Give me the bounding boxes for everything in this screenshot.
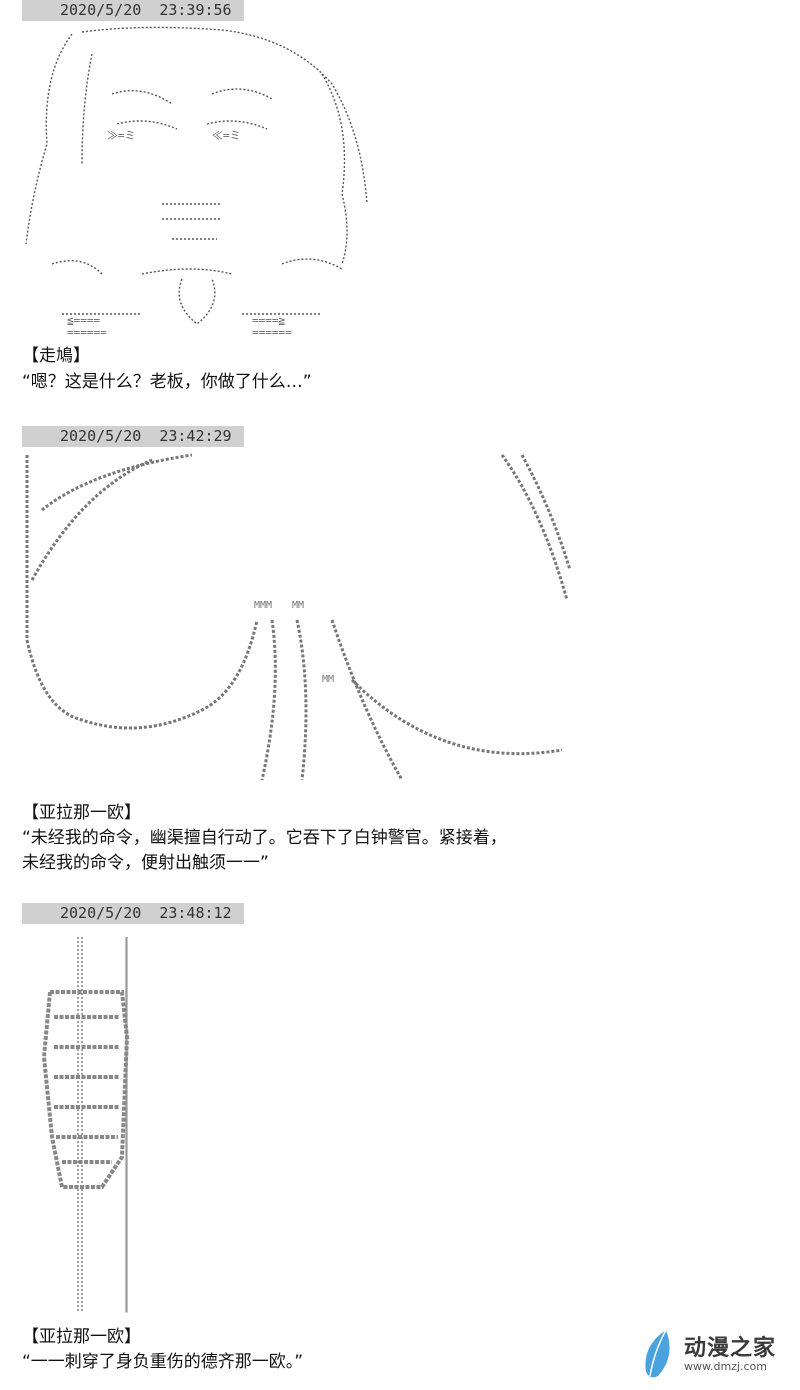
speaker-name: 【走鳩】 <box>22 346 90 366</box>
svg-text:MMM: MMM <box>254 600 272 611</box>
speaker-name: 【亚拉那一欧】 <box>22 803 141 823</box>
watermark-url: www.dmzj.com <box>684 1360 767 1373</box>
dialogue-line: “一一刺穿了身负重伤的德齐那一欧。” <box>22 1352 304 1372</box>
svg-text:MM: MM <box>322 674 334 685</box>
post-timestamp: 2020/5/20 23:48:12 <box>22 903 244 924</box>
speaker-name: 【亚拉那一欧】 <box>22 1327 141 1347</box>
post-timestamp: 2020/5/20 23:42:29 <box>22 426 244 447</box>
post-3: 2020/5/20 23:48:12 【亚拉那一欧】 “一一刺穿了身负重伤的德齐… <box>22 903 303 1372</box>
svg-text:≪=ミ: ≪=ミ <box>212 129 241 142</box>
watermark-name: 动漫之家 <box>684 1336 777 1361</box>
watermark: 动漫之家 www.dmzj.com <box>636 1326 796 1382</box>
feather-icon <box>645 1329 670 1378</box>
svg-text:====≧: ====≧ <box>252 314 285 327</box>
ascii-art-tentacles: MMM MM MM <box>25 453 572 781</box>
svg-text:MM: MM <box>292 600 304 611</box>
post-timestamp: 2020/5/20 23:39:56 <box>22 0 244 21</box>
ascii-art-pierced-figure <box>41 937 130 1313</box>
svg-text:======: ====== <box>252 326 292 339</box>
ascii-art-girl-face: ≫=ミ ≪=ミ ≦==== ====≧ ====== ====== <box>25 26 368 339</box>
dialogue-line: “嗯？这是什么？老板，你做了什么…” <box>22 372 312 392</box>
post-1: 2020/5/20 23:39:56 ≫=ミ ≪=ミ ≦==== ====≧ <box>22 0 368 392</box>
svg-text:======: ====== <box>67 326 107 339</box>
svg-text:≦====: ≦==== <box>67 314 100 327</box>
dialogue-line: “未经我的命令，幽渠擅自行动了。它吞下了白钟警官。紧接着， <box>22 828 507 848</box>
post-2: 2020/5/20 23:42:29 MMM MM MM 【亚拉那一欧】 “未经… <box>22 426 572 873</box>
svg-text:≫=ミ: ≫=ミ <box>107 129 136 142</box>
dialogue-line: 未经我的命令，便射出触须一一” <box>22 853 269 873</box>
